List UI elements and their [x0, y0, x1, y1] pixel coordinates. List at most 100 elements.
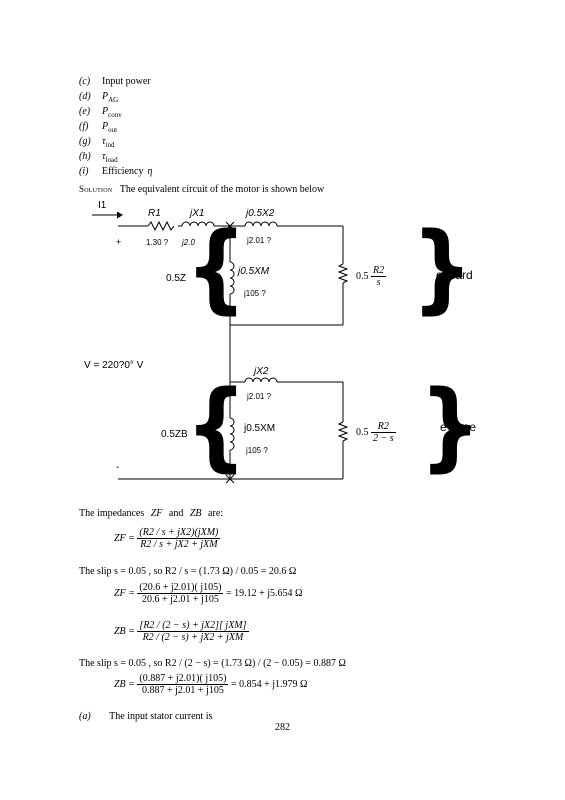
- list-item-subscript: AG: [108, 96, 119, 104]
- zb-denominator: R2 / (2 − s) + jX2 + jXM: [142, 632, 244, 643]
- zf2-denominator: 20.6 + j2.01 + j105: [142, 594, 219, 605]
- solution-text: The equivalent circuit of the motor is s…: [119, 184, 325, 195]
- list-item: (g) τind: [79, 136, 115, 149]
- r2-forward-den: s: [376, 277, 381, 288]
- zb-formula: ZB = [R2 / (2 − s) + jX2][ jXM] R2 / (2 …: [114, 620, 249, 643]
- r1-value: 1.30 ?: [146, 238, 169, 247]
- intro-and: and: [168, 508, 184, 519]
- r2-reverse-coef: 0.5: [356, 426, 369, 438]
- list-item-symbol: τ: [102, 136, 106, 147]
- jx2-bottom-inductor: [244, 377, 278, 383]
- zf-numerator: (R2 / s + jX2)(jXM): [137, 527, 221, 539]
- xm-bottom-label: j0.5XM: [244, 423, 276, 434]
- list-item: (d) PAG: [79, 91, 118, 104]
- list-item-symbol: τ: [102, 151, 106, 162]
- jx2-top-label: j0.5X2: [246, 208, 275, 219]
- zf-fraction: (R2 / s + jX2)(jXM) R2 / s + jX2 + jXM: [137, 527, 221, 550]
- zf-label: 0.5Z: [166, 273, 187, 284]
- intro-zb: ZB: [189, 508, 202, 519]
- list-item-text: Efficiency: [102, 166, 144, 177]
- jx2-top-value: j2.01 ?: [247, 236, 272, 245]
- zf2-result: = 19.12 + j5.654 Ω: [225, 588, 303, 599]
- r2-forward-expr: 0.5 R2 s: [356, 265, 387, 288]
- minus-terminal: -: [116, 462, 120, 473]
- zf-lhs: ZF =: [114, 533, 135, 544]
- intro-are: are:: [208, 508, 224, 519]
- solution-heading: Solution: [79, 184, 113, 194]
- forward-left-brace: {: [185, 212, 247, 324]
- list-item-label: (c): [79, 76, 91, 87]
- r2-reverse-fraction: R2 2 − s: [371, 421, 396, 444]
- jx2-bottom-label: jX2: [254, 366, 269, 377]
- current-arrow-head: [116, 211, 123, 219]
- zf-denominator: R2 / s + jX2 + jXM: [140, 539, 218, 550]
- r2-forward-fraction: R2 s: [371, 265, 387, 288]
- zf-formula: ZF = (R2 / s + jX2)(jXM) R2 / s + jX2 + …: [114, 527, 221, 550]
- xm-top-value: j105 ?: [244, 289, 266, 298]
- zf2-lhs: ZF =: [114, 588, 135, 599]
- plus-terminal: +: [116, 237, 122, 247]
- list-item-symbol: η: [147, 166, 153, 177]
- list-item-subscript: load: [105, 156, 118, 164]
- list-item: (f)Pout: [79, 121, 117, 134]
- list-item-label: (g): [79, 136, 91, 147]
- forward-label: orward: [436, 268, 473, 282]
- reverse-label: everse: [440, 420, 477, 434]
- zb2-fraction: (0.887 + j2.01)( j105) 0.887 + j2.01 + j…: [137, 673, 229, 696]
- jx2-top-inductor: [244, 221, 278, 227]
- jx1-label: jX1: [190, 208, 205, 219]
- zf2-numerator: (20.6 + j2.01)( j105): [137, 582, 224, 594]
- r1-label: R1: [148, 208, 161, 219]
- list-item: (h)τload: [79, 151, 118, 164]
- impedances-intro: The impedances ZF and ZB are:: [79, 508, 223, 519]
- jx2-bottom-value: j2.01 ?: [247, 392, 272, 401]
- page-number: 282: [275, 722, 290, 733]
- list-item-subscript: conv: [108, 111, 122, 119]
- list-item-label: (e): [79, 106, 91, 117]
- zb2-denominator: 0.887 + j2.01 + j105: [142, 685, 224, 696]
- zb-fraction: [R2 / (2 − s) + jX2][ jXM] R2 / (2 − s) …: [137, 620, 249, 643]
- zb-label: 0.5ZB: [161, 429, 188, 440]
- jx1-value: j2.0: [182, 238, 195, 247]
- part-a-line: (a) The input stator current is: [79, 711, 212, 722]
- solution-line: Solution The equivalent circuit of the m…: [79, 184, 324, 195]
- jx1-inductor: [181, 221, 215, 227]
- reverse-left-brace: {: [185, 370, 247, 482]
- i1-label: I1: [98, 200, 107, 211]
- xm-top-label: j0.5XM: [238, 266, 270, 277]
- r2-reverse-expr: 0.5 R2 2 − s: [356, 421, 396, 444]
- xm-bottom-inductor: [229, 417, 235, 451]
- r2-reverse-resistor: [337, 421, 349, 442]
- list-item-label: (f): [79, 121, 89, 132]
- part-a-label: (a): [79, 711, 91, 722]
- xm-top-inductor: [229, 261, 235, 295]
- list-item-symbol: P: [102, 106, 109, 117]
- r2-reverse-den: 2 − s: [373, 433, 394, 444]
- zb2-lhs: ZB =: [114, 679, 135, 690]
- r2-forward-coef: 0.5: [356, 270, 369, 282]
- zb-numerator: [R2 / (2 − s) + jX2][ jXM]: [137, 620, 249, 632]
- list-item-text: Input power: [102, 76, 151, 87]
- r2-forward-num: R2: [371, 265, 387, 277]
- xm-bottom-value: j105 ?: [246, 446, 268, 455]
- zf2-fraction: (20.6 + j2.01)( j105) 20.6 + j2.01 + j10…: [137, 582, 224, 605]
- intro-text: The impedances: [79, 508, 145, 519]
- list-item: (e) Pconv: [79, 106, 122, 119]
- list-item-label: (i): [79, 166, 89, 177]
- reverse-right-brace: }: [419, 370, 481, 482]
- list-item-label: (d): [79, 91, 91, 102]
- list-item-symbol: P: [102, 91, 109, 102]
- r2-forward-resistor: [337, 263, 349, 284]
- list-item: (c) Input power: [79, 76, 151, 87]
- zb2-numerator: (0.887 + j2.01)( j105): [137, 673, 229, 685]
- list-item-subscript: ind: [105, 141, 115, 149]
- zb-lhs: ZB =: [114, 626, 135, 637]
- zb-numeric-formula: ZB = (0.887 + j2.01)( j105) 0.887 + j2.0…: [114, 673, 307, 696]
- zb2-result: = 0.854 + j1.979 Ω: [230, 679, 308, 690]
- intro-zf: ZF: [150, 508, 163, 519]
- forward-right-brace: }: [411, 212, 473, 324]
- r2-reverse-num: R2: [371, 421, 396, 433]
- voltage-label: V = 220?0° V: [84, 360, 144, 371]
- list-item-symbol: P: [102, 121, 109, 132]
